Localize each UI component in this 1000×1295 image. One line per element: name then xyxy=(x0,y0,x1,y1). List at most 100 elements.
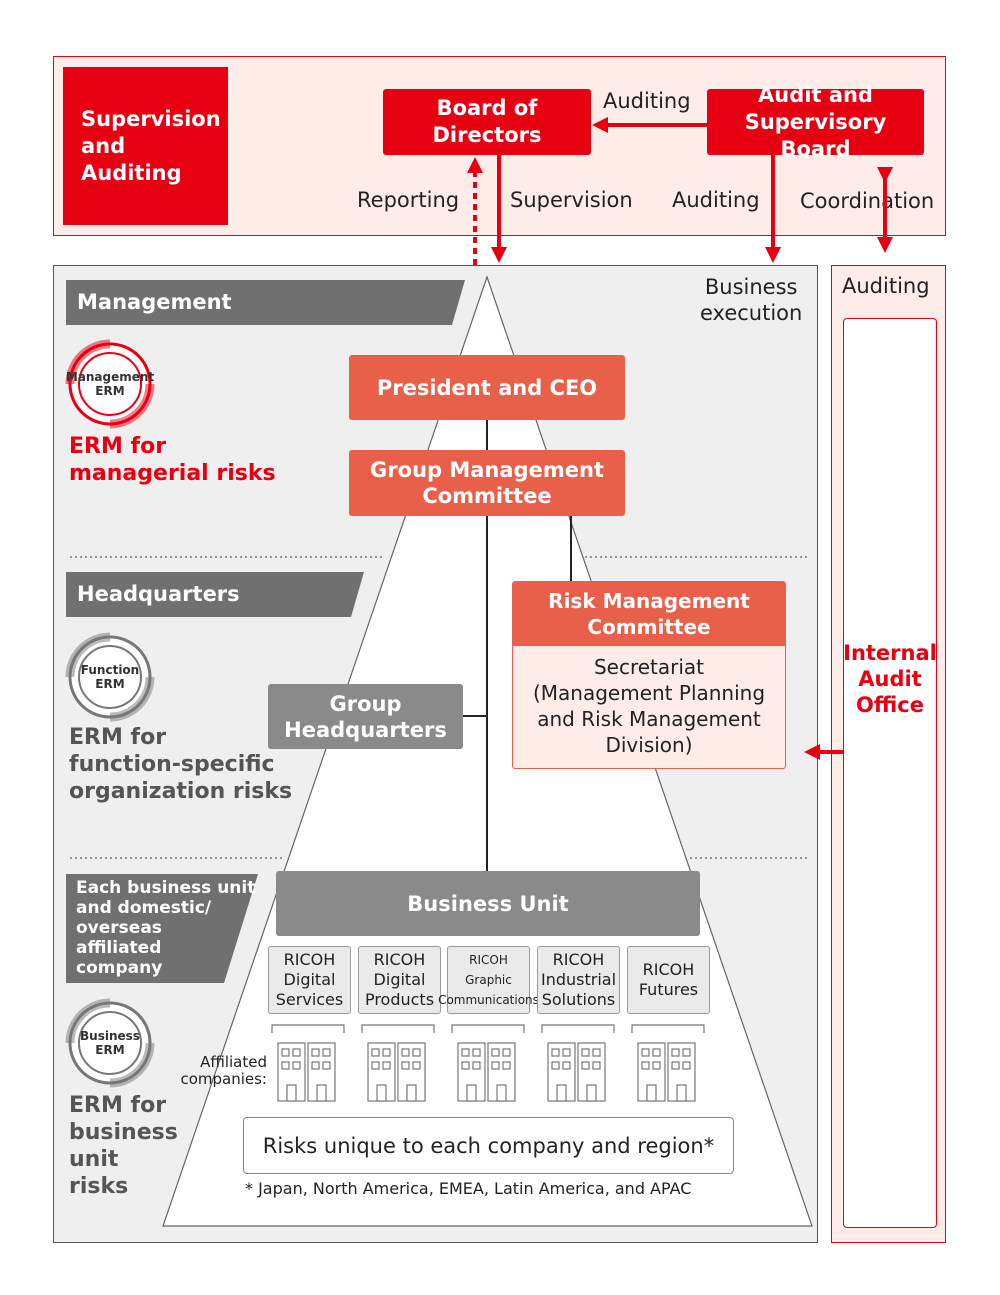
building-door xyxy=(406,1084,417,1102)
building-window xyxy=(551,1061,560,1070)
auditing-label-mid: Auditing xyxy=(672,188,760,212)
building-window xyxy=(641,1048,650,1057)
building-window xyxy=(472,1048,481,1057)
group-management-committee-label: Group Management Committee xyxy=(370,458,604,508)
building-window xyxy=(292,1048,301,1057)
building-window xyxy=(581,1061,590,1070)
building-window xyxy=(461,1061,470,1070)
building-window xyxy=(592,1061,601,1070)
building-window xyxy=(671,1061,680,1070)
building-window xyxy=(671,1048,680,1057)
business-erm-icon xyxy=(65,998,155,1088)
audit-supervisory-board-label: Audit and Supervisory Board xyxy=(744,82,887,161)
internal-audit-office xyxy=(843,318,937,1228)
auditing-label-top: Auditing xyxy=(603,89,691,113)
president-ceo-box: President and CEO xyxy=(349,355,625,420)
building-window xyxy=(412,1061,421,1070)
building-window xyxy=(562,1061,571,1070)
building-window xyxy=(551,1048,560,1057)
building-window xyxy=(491,1061,500,1070)
risks-box-label: Risks unique to each company and region* xyxy=(262,1133,715,1158)
building-window xyxy=(281,1061,290,1070)
building-icons xyxy=(277,1042,696,1102)
supervision-title-text: Supervision and Auditing xyxy=(81,106,221,185)
management-erm-icon-label: Management ERM xyxy=(65,370,155,398)
business-execution-label: Business execution xyxy=(700,275,803,325)
internal-audit-office-label: Internal Audit Office xyxy=(843,641,937,717)
building-door xyxy=(376,1084,387,1102)
affiliated-companies-label: Affiliated companies: xyxy=(180,1053,267,1088)
building-door xyxy=(466,1084,477,1102)
building-door xyxy=(586,1084,597,1102)
board-of-directors: Board of Directors xyxy=(383,89,591,155)
audit-supervisory-board: Audit and Supervisory Board xyxy=(707,83,924,161)
level-header-headquarters xyxy=(66,572,364,617)
business-erm-icon-label: Business ERM xyxy=(80,1029,140,1057)
building-window xyxy=(461,1048,470,1057)
building-window xyxy=(371,1048,380,1057)
building-window xyxy=(311,1048,320,1057)
building-window xyxy=(682,1048,691,1057)
building-window xyxy=(322,1048,331,1057)
company-ricoh-futures: RICOH Futures xyxy=(627,946,710,1014)
building-window xyxy=(382,1061,391,1070)
coordination-label: Coordination xyxy=(800,189,935,213)
company-ricoh-graphic-communications: RICOH Graphic Communications xyxy=(438,946,539,1014)
company-ricoh-industrial-solutions: RICOH Industrial Solutions xyxy=(537,946,620,1014)
business-erm-title: ERM for business unit risks xyxy=(69,1093,178,1199)
company-ricoh-digital-products: RICOH Digital Products xyxy=(358,946,441,1014)
function-erm-icon-label: Function ERM xyxy=(80,663,140,691)
building-door xyxy=(646,1084,657,1102)
reporting-label: Reporting xyxy=(357,188,460,212)
risk-management-committee-header: Risk Management Committee xyxy=(513,582,785,646)
building-window xyxy=(281,1048,290,1057)
level-headquarters: Headquarters xyxy=(77,582,240,606)
group-headquarters-label: Group Headquarters xyxy=(284,691,447,742)
building-window xyxy=(401,1061,410,1070)
auditing-label-right: Auditing xyxy=(842,274,930,298)
building-window xyxy=(322,1061,331,1070)
building-window xyxy=(401,1048,410,1057)
company-ricoh-digital-services: RICOH Digital Services xyxy=(268,946,351,1014)
risks-box: Risks unique to each company and region* xyxy=(243,1117,734,1174)
building-window xyxy=(592,1048,601,1057)
supervision-label: Supervision xyxy=(510,188,633,212)
supervision-title: Supervision and Auditing xyxy=(63,67,228,225)
building-window xyxy=(652,1061,661,1070)
building-door xyxy=(316,1084,327,1102)
building-window xyxy=(412,1048,421,1057)
group-headquarters-box: Group Headquarters xyxy=(268,684,463,749)
function-erm-title: ERM for function-specific organization r… xyxy=(69,725,293,804)
building-window xyxy=(682,1061,691,1070)
building-window xyxy=(491,1048,500,1057)
business-unit-label: Business Unit xyxy=(407,891,569,916)
president-ceo-label: President and CEO xyxy=(376,375,598,400)
building-window xyxy=(472,1061,481,1070)
secretariat-label: Secretariat (Management Planning and Ris… xyxy=(532,655,766,757)
building-door xyxy=(676,1084,687,1102)
building-window xyxy=(371,1061,380,1070)
building-window xyxy=(502,1061,511,1070)
building-window xyxy=(562,1048,571,1057)
level-header-business xyxy=(66,874,258,983)
management-erm-icon xyxy=(65,339,155,429)
level-management: Management xyxy=(77,290,232,314)
company-brackets xyxy=(271,1024,705,1033)
group-management-committee-box: Group Management Committee xyxy=(349,450,625,516)
building-window xyxy=(641,1061,650,1070)
risk-management-committee-box: Risk Management Committee Secretariat (M… xyxy=(512,581,786,769)
management-erm-title: ERM for managerial risks xyxy=(69,434,276,486)
building-window xyxy=(292,1061,301,1070)
building-door xyxy=(286,1084,297,1102)
level-header-management xyxy=(66,280,465,325)
building-window xyxy=(382,1048,391,1057)
building-door xyxy=(556,1084,567,1102)
building-window xyxy=(311,1061,320,1070)
business-unit-box: Business Unit xyxy=(276,871,700,936)
risk-management-committee-label: Risk Management Committee xyxy=(548,589,750,639)
level-business: Each business unit and domestic/ oversea… xyxy=(76,878,256,978)
building-window xyxy=(502,1048,511,1057)
building-door xyxy=(496,1084,507,1102)
footnote: * Japan, North America, EMEA, Latin Amer… xyxy=(245,1179,692,1198)
function-erm-icon xyxy=(65,632,155,722)
